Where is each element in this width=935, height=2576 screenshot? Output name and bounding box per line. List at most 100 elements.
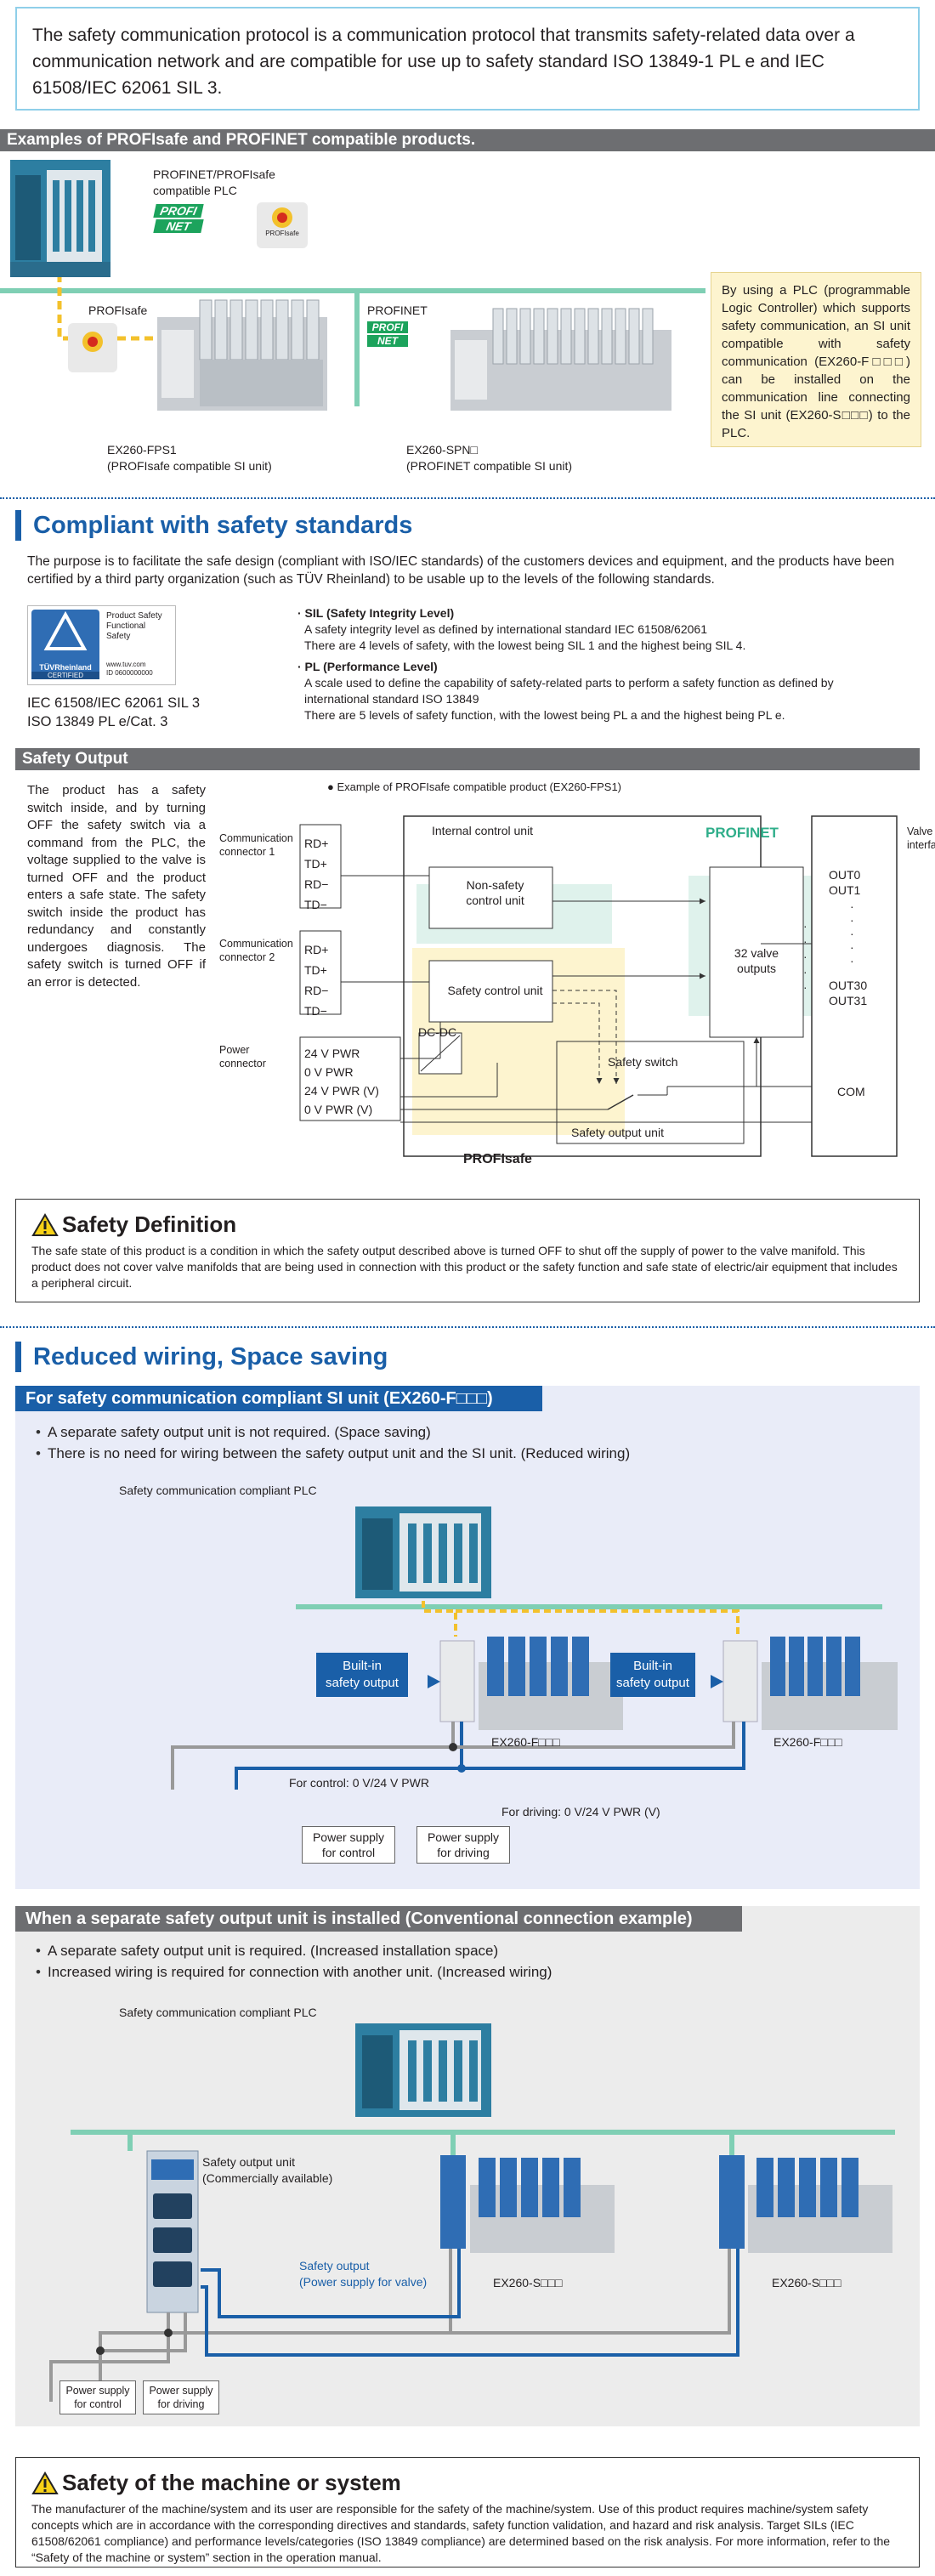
standards-title: Compliant with safety standards	[15, 510, 920, 541]
pl-line-1: A scale used to define the capability of…	[304, 676, 834, 706]
pwr-24v-v: 24 V PWR (V)	[304, 1084, 379, 1098]
safety-definition-box: Safety Definition The safe state of this…	[15, 1199, 920, 1302]
s-model-2: EX260-S□□□	[772, 2276, 842, 2289]
tuv-cert: CERTIFIED	[31, 672, 99, 679]
intro-text: The safety communication protocol is a c…	[32, 26, 855, 98]
nonsafety-a: Non-safety	[466, 878, 524, 892]
s-ps-driving-b: for driving	[157, 2398, 205, 2410]
f-bullet-2: There is no need for wiring between the …	[34, 1443, 630, 1464]
divider	[0, 497, 935, 499]
pin-rd-plus-1: RD+	[304, 837, 329, 850]
builtin-2-b: safety output	[616, 1676, 689, 1690]
internal-label: Internal control unit	[432, 824, 534, 837]
profinet-logo: PROFI NET	[153, 204, 240, 238]
ps-control-box: Power supply for control	[302, 1826, 395, 1864]
out-dots: ·····	[850, 899, 854, 967]
example-caption-text: Example of PROFIsafe compatible product …	[337, 780, 622, 793]
com: COM	[837, 1085, 865, 1098]
tuv-url: www.tuv.com	[106, 661, 146, 668]
left-desc: (PROFIsafe compatible SI unit)	[107, 459, 272, 473]
pin-td-minus-2: TD−	[304, 1004, 327, 1018]
tuv-certificate: TÜVRheinland CERTIFIED Product Safety Fu…	[27, 605, 176, 685]
warning-icon-2	[31, 2471, 59, 2494]
profinet-logo2-text-1: PROFI	[367, 321, 408, 333]
sou-label-b: (Commercially available)	[202, 2171, 333, 2185]
f-plc-image	[355, 1506, 491, 1598]
pl-line-2: There are 5 levels of safety function, w…	[304, 708, 785, 722]
builtin-1-b: safety output	[326, 1676, 399, 1690]
cert-1: IEC 61508/IEC 62061 SIL 3	[27, 695, 201, 711]
machine-safety-heading: Safety of the machine or system	[31, 2470, 904, 2496]
profisafe-label: PROFIsafe	[463, 1152, 532, 1166]
outputs-a: 32 valve	[734, 946, 779, 960]
s-bullets: A separate safety output unit is require…	[34, 1940, 552, 1983]
safety-definition-text: The safe state of this product is a cond…	[31, 1244, 898, 1290]
profisafe-badge	[68, 323, 117, 372]
builtin-2-a: Built-in	[633, 1659, 672, 1673]
safety-output-desc: The product has a safety switch inside, …	[27, 783, 206, 990]
safety-definition-title: Safety Definition	[62, 1211, 237, 1237]
pin-td-plus-1: TD+	[304, 857, 327, 871]
builtin-badge-2: Built-in safety output	[610, 1653, 695, 1697]
s-bullet-2: Increased wiring is required for connect…	[34, 1961, 552, 1983]
sil-block: · SIL (Safety Integrity Level) A safety …	[298, 605, 918, 723]
plc-image	[10, 160, 110, 277]
tuv-triangle-icon	[43, 610, 88, 650]
tuv-lines: Product Safety Functional Safety	[106, 611, 162, 642]
profinet-logo2-text-2: NET	[367, 335, 408, 347]
pin-rd-minus-1: RD−	[304, 877, 329, 891]
s-plc-image	[355, 2023, 491, 2117]
s-ps-driving-box: Power supply for driving	[143, 2380, 219, 2414]
output-dots: ·····	[803, 919, 808, 994]
power-label-a: Power	[219, 1044, 250, 1056]
sou-label: Safety output unit	[571, 1126, 664, 1139]
for-driving-label: For driving: 0 V/24 V PWR (V)	[502, 1805, 660, 1819]
examples-bar: Examples of PROFIsafe and PROFINET compa…	[0, 129, 935, 151]
f-bullet-1: A separate safety output unit is not req…	[34, 1421, 630, 1443]
so-label-b: (Power supply for valve)	[299, 2275, 428, 2289]
f-model-1: EX260-F□□□	[491, 1735, 560, 1749]
pin-rd-plus-2: RD+	[304, 943, 329, 956]
dcdc-label: DC-DC	[418, 1025, 457, 1039]
standards-purpose: The purpose is to facilitate the safe de…	[27, 554, 895, 587]
warning-icon	[31, 1212, 59, 1236]
safety-output-diagram	[299, 815, 898, 1157]
intro-box: The safety communication protocol is a c…	[15, 7, 920, 111]
plc-callout: By using a PLC (programmable Logic Contr…	[711, 272, 921, 447]
safety-output-bar: Safety Output	[15, 748, 920, 770]
left-model: EX260-FPS1	[107, 443, 177, 457]
power-label-b: connector	[219, 1058, 266, 1070]
comm2-label-b: connector 2	[219, 951, 275, 963]
ps-control-b: for control	[321, 1846, 376, 1859]
nonsafety-b: control unit	[466, 894, 524, 907]
example-caption: ● Example of PROFIsafe compatible produc…	[327, 780, 622, 793]
sou-image	[146, 2150, 199, 2313]
tuv-line-1: Product Safety	[106, 611, 162, 621]
tuv-id: ID 0600000000	[106, 669, 153, 677]
so-label-a: Safety output	[299, 2259, 370, 2272]
outputs-b: outputs	[737, 962, 776, 975]
tuv-line-3: Safety	[106, 632, 131, 641]
out31: OUT31	[829, 994, 868, 1007]
f-model-2: EX260-F□□□	[774, 1735, 842, 1749]
profinet-label: PROFINET	[706, 825, 779, 841]
examples-diagram	[0, 160, 706, 411]
profinet-logo-text-1: PROFI	[153, 204, 204, 218]
plc-label-1: PROFINET/PROFIsafe	[153, 167, 275, 181]
ps-control-a: Power supply	[312, 1830, 385, 1844]
conn2-pins: RD+ TD+ RD− TD−	[304, 939, 328, 1021]
s-plc-label: Safety communication compliant PLC	[119, 2006, 317, 2019]
power-pins: 24 V PWR 0 V PWR 24 V PWR (V) 0 V PWR (V…	[304, 1044, 379, 1119]
sou-label-a: Safety output unit	[202, 2155, 295, 2169]
fps1-manifold-image	[157, 299, 327, 411]
left-tag: PROFIsafe	[88, 304, 148, 317]
f-diagram	[171, 1506, 898, 1790]
s-manifold-2	[719, 2155, 892, 2253]
pwr-24v: 24 V PWR	[304, 1047, 360, 1060]
tuv-logo: TÜVRheinland CERTIFIED	[31, 610, 99, 679]
ps-driving-box: Power supply for driving	[416, 1826, 510, 1864]
f-manifold-1	[439, 1637, 623, 1730]
nonsafety-label: Non-safety control unit	[434, 877, 557, 908]
f-manifold-2	[722, 1637, 898, 1730]
profisafe-logo-text: PROFIsafe	[265, 230, 299, 237]
